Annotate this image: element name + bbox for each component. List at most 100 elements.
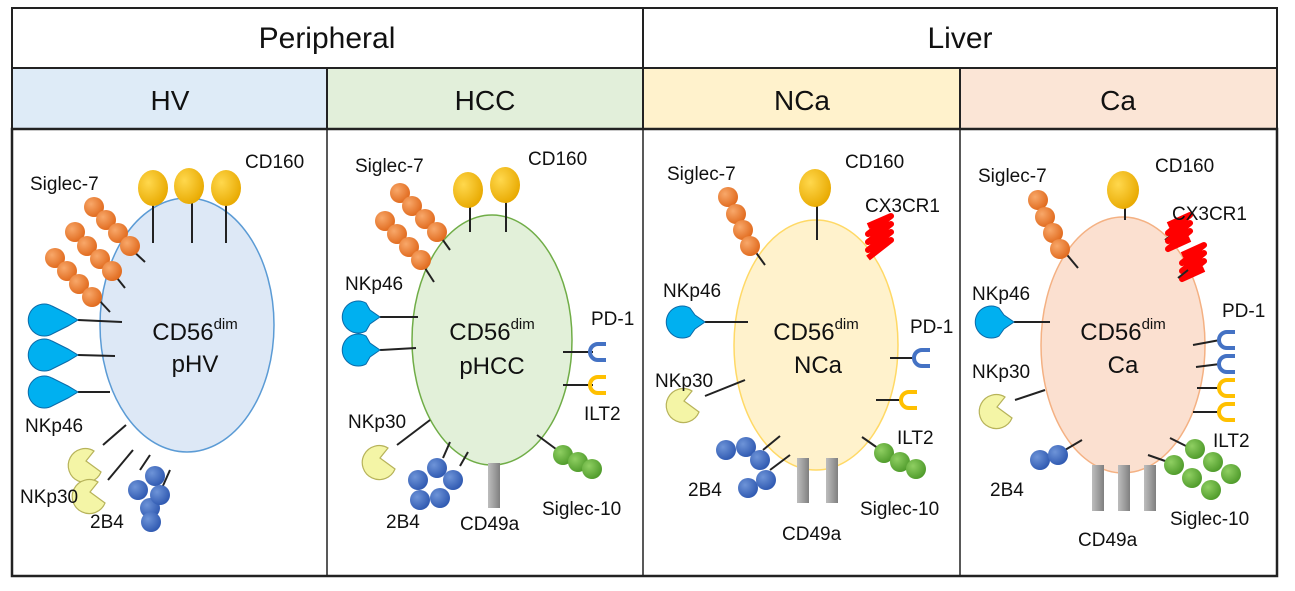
siglec10-icon: [553, 445, 602, 479]
label-cd49a: CD49a: [782, 524, 842, 545]
cell-subname-ca: Ca: [1108, 352, 1139, 379]
label-pd1: PD-1: [910, 317, 953, 338]
ilt2-icon: [1217, 378, 1235, 398]
cd49a-icon: [1092, 465, 1104, 511]
cell-name-hcc: CD56dim: [449, 316, 535, 346]
label-pd1: PD-1: [591, 309, 634, 330]
label-nkp30: NKp30: [655, 371, 713, 392]
group-header-row: [11, 7, 1278, 69]
cd49a-icon: [797, 458, 809, 503]
ilt2-icon: [899, 390, 917, 410]
ilt2-icon: [588, 375, 606, 395]
panel-hcc: CD56dim pHCC CD160 Siglec-7 NKp46 PD-1 I…: [341, 149, 634, 535]
cell-name-ca: CD56dim: [1080, 316, 1166, 346]
cell-subname-hcc: pHCC: [459, 353, 524, 380]
label-siglec7: Siglec-7: [30, 174, 99, 195]
ilt2-icon: [1217, 402, 1235, 422]
siglec7-icon: [375, 183, 447, 270]
cx3cr1-icon: [865, 213, 894, 261]
cd160-icon: [453, 172, 483, 208]
cd160-icon: [799, 169, 831, 207]
label-cd49a: CD49a: [1078, 530, 1138, 551]
pd1-icon: [588, 342, 606, 362]
nkp30-icon: [71, 478, 106, 515]
panel-title-hcc: HCC: [455, 85, 516, 116]
cd160-icon: [138, 170, 168, 206]
group-label-peripheral: Peripheral: [259, 22, 396, 55]
label-ilt2: ILT2: [1213, 431, 1250, 452]
label-2b4: 2B4: [386, 512, 420, 533]
label-nkp30: NKp30: [20, 487, 78, 508]
label-siglec7: Siglec-7: [355, 156, 424, 177]
pd1-icon: [912, 348, 930, 368]
nkp46-icon: [974, 305, 1015, 339]
label-ilt2: ILT2: [584, 404, 621, 425]
label-siglec10: Siglec-10: [1170, 509, 1249, 530]
nkp46-icon: [341, 300, 381, 334]
panel-header-hcc: [326, 67, 644, 130]
label-cd160: CD160: [845, 152, 904, 173]
label-pd1: PD-1: [1222, 301, 1265, 322]
2b4-icon: [128, 466, 170, 532]
label-cd160: CD160: [528, 149, 587, 170]
siglec10-icon: [874, 443, 926, 479]
label-siglec10: Siglec-10: [542, 499, 621, 520]
cd160-icon: [211, 170, 241, 206]
nkp46-icon: [27, 303, 79, 337]
label-cx3cr1: CX3CR1: [865, 196, 940, 217]
label-2b4: 2B4: [688, 480, 722, 501]
pd1-icon: [1217, 330, 1235, 350]
label-siglec10: Siglec-10: [860, 499, 939, 520]
panels-body-frame: [10, 127, 1279, 578]
panel-ca: CD56dim Ca CD160 CX3CR1 Siglec-7 NKp46 P: [972, 156, 1265, 551]
label-2b4: 2B4: [990, 480, 1024, 501]
label-siglec7: Siglec-7: [667, 164, 736, 185]
panel-header-ca: [959, 67, 1278, 130]
nkp46-icon: [27, 338, 79, 372]
label-nkp46: NKp46: [663, 281, 721, 302]
panel-nca: CD56dim NCa CD160 CX3CR1 Siglec-7 NKp46 …: [655, 152, 953, 545]
nkp30-icon: [978, 393, 1013, 430]
cd49a-icon: [1144, 465, 1156, 511]
label-2b4: 2B4: [90, 512, 124, 533]
nkp30-icon: [665, 387, 700, 424]
panel-title-ca: Ca: [1100, 85, 1136, 116]
nkp30-icon: [361, 444, 396, 481]
cell-subname-hv: pHV: [172, 351, 219, 378]
cd160-icon: [174, 168, 204, 204]
cx3cr1-icon: [1165, 212, 1193, 252]
label-nkp30: NKp30: [972, 362, 1030, 383]
label-cd160: CD160: [1155, 156, 1214, 177]
cell-name-hv: CD56dim: [152, 316, 238, 346]
pd1-icon: [1217, 354, 1235, 374]
panel-title-hv: HV: [151, 85, 190, 116]
label-ilt2: ILT2: [897, 428, 934, 449]
label-cd160: CD160: [245, 152, 304, 173]
nkp46-icon: [341, 333, 381, 367]
2b4-icon: [716, 437, 776, 498]
cx3cr1-icon: [1179, 242, 1207, 282]
label-nkp46: NKp46: [25, 416, 83, 437]
cd160-icon: [490, 167, 520, 203]
label-siglec7: Siglec-7: [978, 166, 1047, 187]
cell-subname-nca: NCa: [794, 352, 843, 379]
panel-title-nca: NCa: [774, 85, 830, 116]
nkp46-icon: [665, 305, 706, 339]
label-nkp30: NKp30: [348, 412, 406, 433]
cd49a-icon: [826, 458, 838, 503]
cd49a-icon: [488, 463, 500, 508]
2b4-icon: [408, 458, 463, 510]
siglec7-icon: [718, 187, 760, 256]
label-nkp46: NKp46: [345, 274, 403, 295]
cell-name-nca: CD56dim: [773, 316, 859, 346]
nkp30-icon: [67, 447, 102, 484]
group-label-liver: Liver: [927, 22, 992, 55]
siglec7-icon: [45, 197, 140, 307]
cd160-icon: [1107, 171, 1139, 209]
2b4-icon: [1030, 445, 1068, 470]
label-cd49a: CD49a: [460, 514, 520, 535]
label-nkp46: NKp46: [972, 284, 1030, 305]
siglec7-icon: [1028, 190, 1070, 259]
nkp46-icon: [27, 375, 79, 409]
